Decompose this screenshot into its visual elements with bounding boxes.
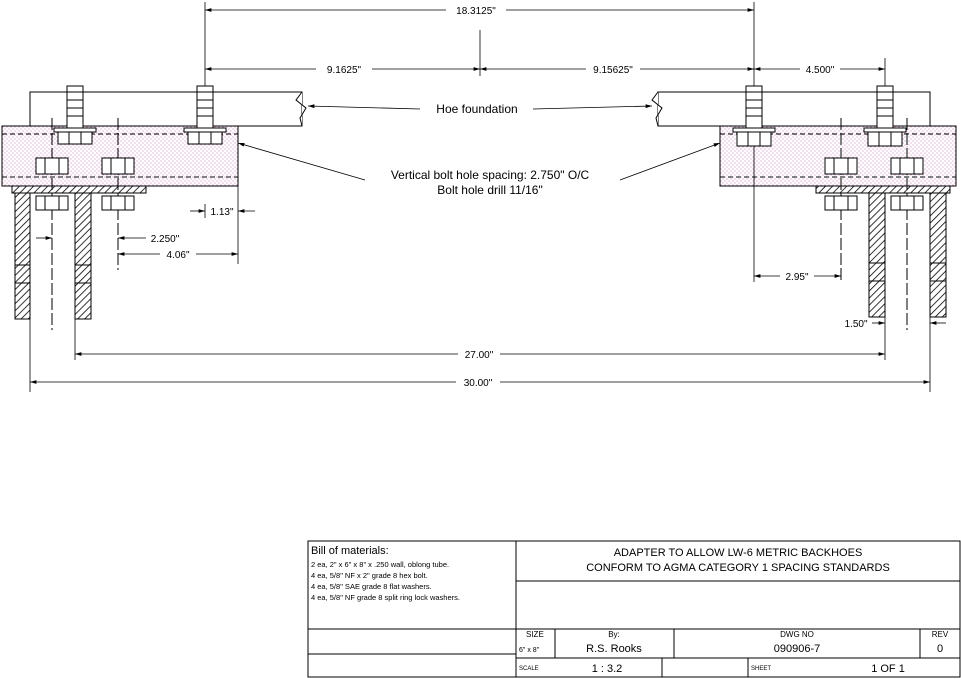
sheet-value: 1 OF 1 (871, 663, 905, 675)
left-assembly (1, 85, 307, 330)
notes: Hoe foundation Vertical bolt hole spacin… (391, 102, 590, 197)
right-vertical-bolt-2 (890, 118, 924, 330)
note-hoe-foundation: Hoe foundation (436, 102, 517, 116)
left-tube-wall-outer (14, 192, 31, 320)
bom-item: 2 ea, 2" x 6" x 8" x .250 wall, oblong t… (311, 560, 449, 569)
dwg-no-label: DWG NO (780, 630, 814, 639)
left-vertical-bolt-1 (35, 118, 69, 330)
scale-value: 1 : 3.2 (592, 663, 623, 675)
by-label: By: (608, 630, 620, 639)
right-flange (815, 185, 951, 194)
right-bolt-1 (732, 85, 776, 147)
dwg-no-value: 090906-7 (774, 643, 821, 655)
drawing-title-line1: ADAPTER TO ALLOW LW-6 METRIC BACKHOES (614, 547, 863, 559)
rev-value: 0 (937, 643, 943, 655)
extension-lines (29, 2, 931, 392)
right-tube-wall-outer (929, 192, 947, 318)
dimension-labels: 18.3125" 9.1625" 9.15625" 4.500" 1.13" 2… (151, 6, 868, 389)
left-bolt-1 (53, 85, 97, 145)
dim-right-half: 9.15625" (593, 65, 633, 76)
left-bolt-2 (183, 85, 227, 145)
right-assembly (651, 85, 957, 330)
right-tube-wall-inner (868, 192, 886, 318)
rev-label: REV (932, 630, 949, 639)
dim-left-half: 9.1625" (327, 65, 362, 76)
title-block: Bill of materials: 2 ea, 2" x 6" x 8" x … (307, 540, 961, 678)
dim-right-bolt-offset: 4.500" (806, 65, 835, 76)
leader-lines (237, 104, 721, 181)
sheet-label: SHEET (751, 666, 771, 672)
left-tube-wall-inner (74, 192, 92, 320)
left-vertical-bolt-2 (101, 118, 135, 270)
dim-span-inner: 27.00" (465, 350, 494, 361)
dim-left-outer: 4.06" (166, 250, 189, 261)
size-label: SIZE (526, 630, 544, 639)
dimension-lines (29, 8, 946, 384)
dim-left-inner: 2.250" (151, 234, 180, 245)
dim-right-inner: 2.95" (785, 272, 808, 283)
dim-overall-top: 18.3125" (456, 6, 496, 17)
note-bolt-drill: Bolt hole drill 11/16" (437, 183, 542, 197)
size-value: 6" x 8" (519, 647, 540, 654)
left-flange (11, 185, 147, 194)
right-vertical-bolt-1 (824, 118, 858, 280)
dim-right-edge: 1.50" (844, 319, 867, 330)
bom-item: 4 ea, 5/8" NF grade 8 split ring lock wa… (311, 593, 460, 602)
dim-span-outer: 30.00" (464, 378, 493, 389)
bom-title: Bill of materials: (311, 545, 389, 557)
right-break-symbol (651, 91, 663, 127)
bom-item: 4 ea, 5/8" SAE grade 8 flat washers. (311, 582, 432, 591)
scale-label: SCALE (519, 666, 539, 672)
by-value: R.S. Rooks (586, 643, 642, 655)
dim-left-small: 1.13" (210, 207, 233, 218)
note-bolt-spacing: Vertical bolt hole spacing: 2.750" O/C (391, 168, 590, 182)
left-break-symbol (295, 91, 307, 127)
bom-item: 4 ea, 5/8" NF x 2" grade 8 hex bolt. (311, 571, 428, 580)
drawing-title-line2: CONFORM TO AGMA CATEGORY 1 SPACING STAND… (586, 562, 890, 574)
